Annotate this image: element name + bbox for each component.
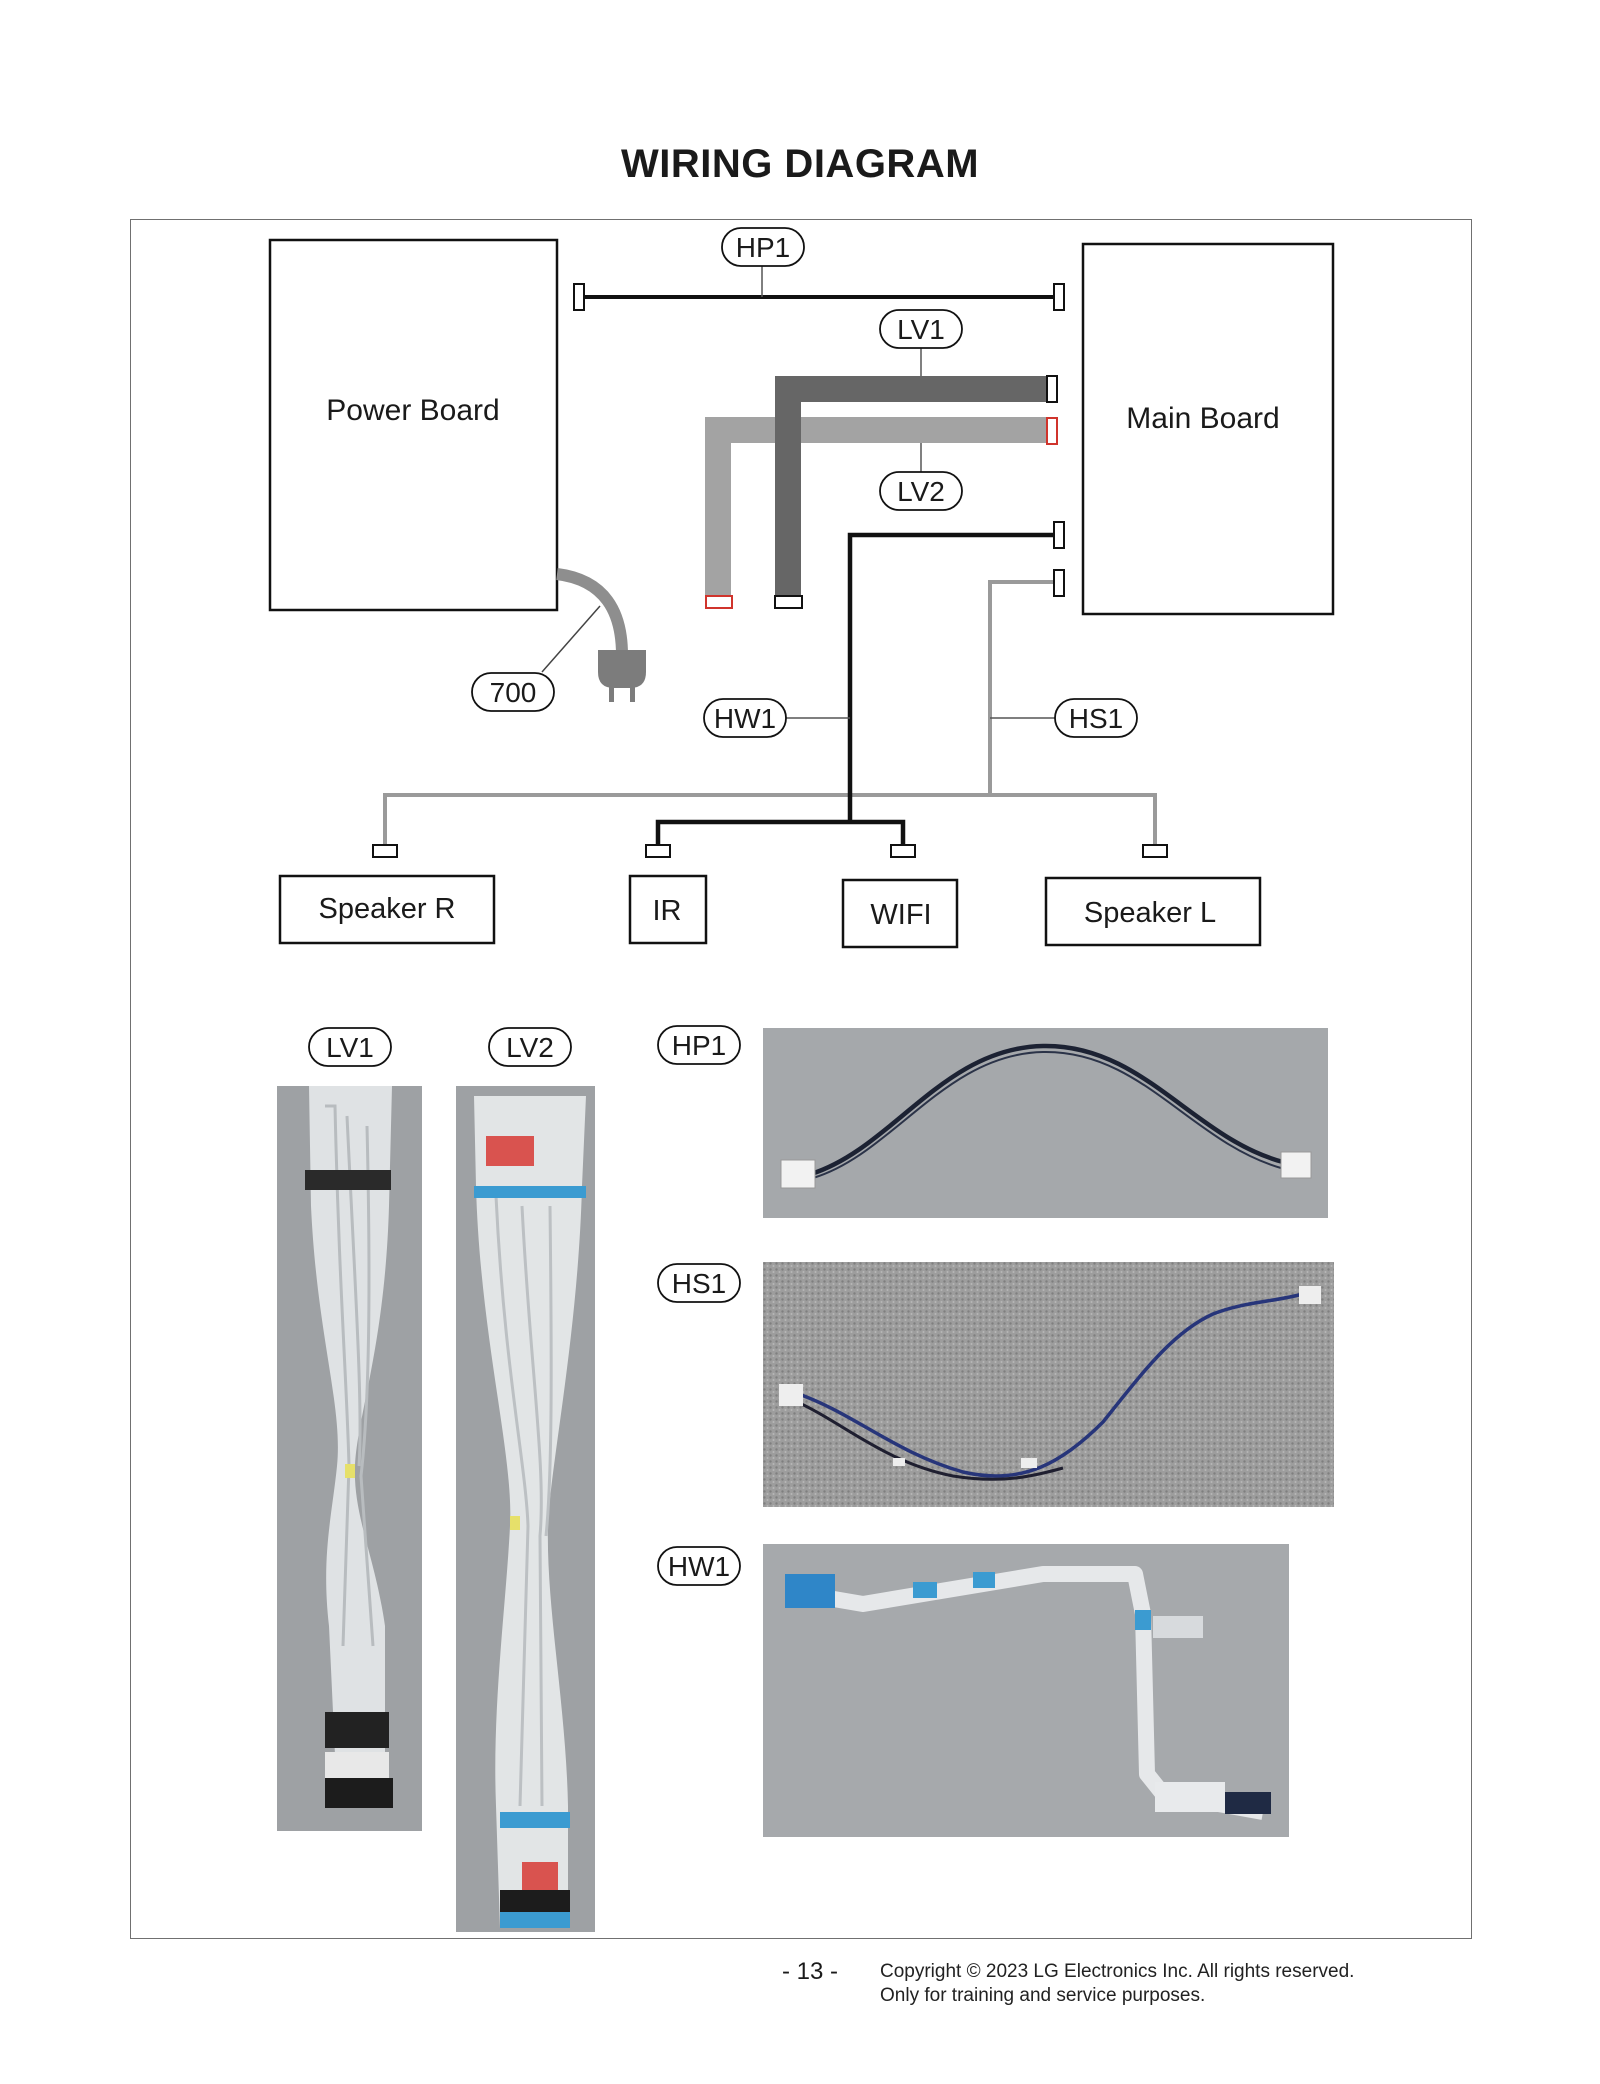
power-cord xyxy=(541,568,646,702)
hp1-cable xyxy=(573,266,1065,311)
svg-text:HS1: HS1 xyxy=(672,1268,726,1299)
copyright-line-2: Only for training and service purposes. xyxy=(880,1985,1206,2006)
photo-label-hp1: HP1 xyxy=(657,1025,741,1065)
lv1-cable-photo xyxy=(277,1086,422,1831)
hp1-cable-photo xyxy=(763,1028,1328,1218)
svg-text:HW1: HW1 xyxy=(714,703,776,734)
page-title: WIRING DIAGRAM xyxy=(620,142,980,186)
power-board-box xyxy=(268,238,559,612)
power-board-label: Power Board xyxy=(326,394,499,427)
svg-text:HP1: HP1 xyxy=(672,1030,726,1061)
svg-text:HS1: HS1 xyxy=(1069,703,1123,734)
copyright-notice: Copyright © 2023 LG Electronics Inc. All… xyxy=(880,1960,1354,2008)
svg-text:LV2: LV2 xyxy=(506,1032,554,1063)
speaker-r-label: Speaker R xyxy=(318,893,455,925)
svg-text:HW1: HW1 xyxy=(668,1551,730,1582)
speaker-l-label: Speaker L xyxy=(1084,897,1216,929)
speaker-l-box xyxy=(1044,876,1262,947)
speaker-r-box xyxy=(278,874,496,945)
hw1-callout: HW1 xyxy=(703,698,787,738)
hw1-cable xyxy=(645,521,1065,858)
copyright-line-1: Copyright © 2023 LG Electronics Inc. All… xyxy=(880,1961,1355,1982)
main-board-label: Main Board xyxy=(1126,402,1279,435)
wifi-label: WIFI xyxy=(870,899,931,931)
lv2-cable xyxy=(705,417,1058,609)
hs1-cable xyxy=(372,569,1168,858)
svg-text:LV1: LV1 xyxy=(326,1032,374,1063)
photo-label-lv2: LV2 xyxy=(488,1027,572,1067)
svg-text:700: 700 xyxy=(490,677,537,708)
main-board-box xyxy=(1081,242,1335,616)
photo-label-lv1: LV1 xyxy=(308,1027,392,1067)
ir-label: IR xyxy=(653,895,682,927)
power-cord-callout: 700 xyxy=(471,672,555,712)
lv1-callout: LV1 xyxy=(879,309,963,349)
lv2-callout: LV2 xyxy=(879,471,963,511)
svg-text:LV2: LV2 xyxy=(897,476,945,507)
svg-text:HP1: HP1 xyxy=(736,232,790,263)
photo-label-hs1: HS1 xyxy=(657,1263,741,1303)
svg-text:LV1: LV1 xyxy=(897,314,945,345)
hw1-cable-photo xyxy=(763,1544,1289,1837)
hs1-cable-photo xyxy=(763,1262,1334,1507)
photo-label-hw1: HW1 xyxy=(657,1546,741,1586)
hs1-callout: HS1 xyxy=(1054,698,1138,738)
wifi-box xyxy=(841,878,959,949)
page-number: - 13 - xyxy=(781,1958,838,1985)
lv2-cable-photo xyxy=(456,1086,595,1932)
ir-box xyxy=(628,874,708,945)
diagram-frame xyxy=(130,219,1472,1939)
hp1-callout: HP1 xyxy=(721,227,805,267)
lv1-cable xyxy=(774,375,1058,609)
